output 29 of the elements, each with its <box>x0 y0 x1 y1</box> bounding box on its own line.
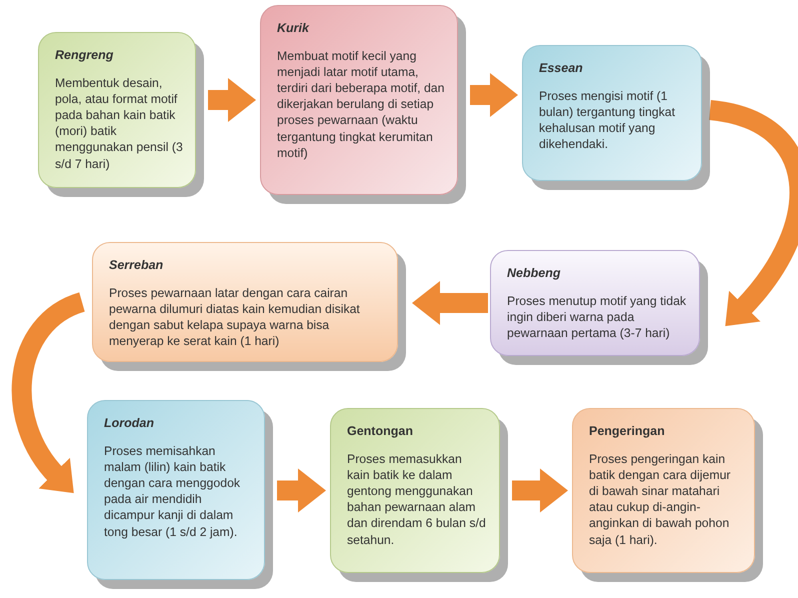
process-box <box>38 32 196 188</box>
block-arrow <box>412 281 488 325</box>
step-description: Proses memasukkan kain batik ke dalam gentong menggunakan bahan pewarnaan alam dan direndam 6 bulan s/d setahun. <box>347 450 487 548</box>
step-title: Lorodan <box>104 415 155 432</box>
block-arrow <box>208 78 256 122</box>
step-description: Proses memisahkan malam (lilin) kain batik dengan cara menggodok pada air mendidih dicampur kanji di dalam tong besar (1 s/d 2 jam). <box>104 442 242 540</box>
block-arrow <box>277 468 326 512</box>
process-box <box>260 5 458 195</box>
step-description: Proses pengeringan kain batik dengan cara dijemur di bawah sinar matahari atau cukup di-angin-anginkan di bawah pohon saja (1 hari). <box>589 450 732 548</box>
block-arrow <box>470 73 518 117</box>
step-title: Gentongan <box>347 423 414 440</box>
step-title: Pengeringan <box>589 423 666 440</box>
step-title: Nebbeng <box>507 265 562 282</box>
process-box <box>92 242 398 362</box>
process-box <box>490 250 700 356</box>
step-title: Serreban <box>109 257 164 274</box>
step-title: Rengreng <box>55 47 114 64</box>
process-box <box>330 408 500 573</box>
process-box <box>572 408 755 573</box>
step-description: Proses menutup motif yang tidak ingin diberi warna pada pewarnaan pertama (3-7 hari) <box>507 292 687 342</box>
step-description: Proses mengisi motif (1 bulan) tergantung tingkat kehalusan motif yang dikehendaki. <box>539 88 676 152</box>
step-description: Membuat motif kecil yang menjadi latar motif utama, terdiri dari beberapa motif, dan dikerjakan berulang di setiap proses pewarnaan (waktu tergantung tingkat kerumitan motif) <box>277 48 445 162</box>
process-box <box>522 45 702 181</box>
step-description: Membentuk desain, pola, atau format motif pada bahan kain batik (mori) batik menggunakan pensil (3 s/d 7 hari) <box>55 74 183 172</box>
block-arrow <box>512 468 568 512</box>
step-description: Proses pewarnaan latar dengan cara cairan pewarna dilumuri diatas kain kemudian disikat dengan sabut kelapa supaya warna bisa menyerap ke serat kain (1 hari) <box>109 284 361 350</box>
step-title: Kurik <box>277 20 310 36</box>
process-box <box>87 400 265 580</box>
step-title: Essean <box>539 60 584 76</box>
